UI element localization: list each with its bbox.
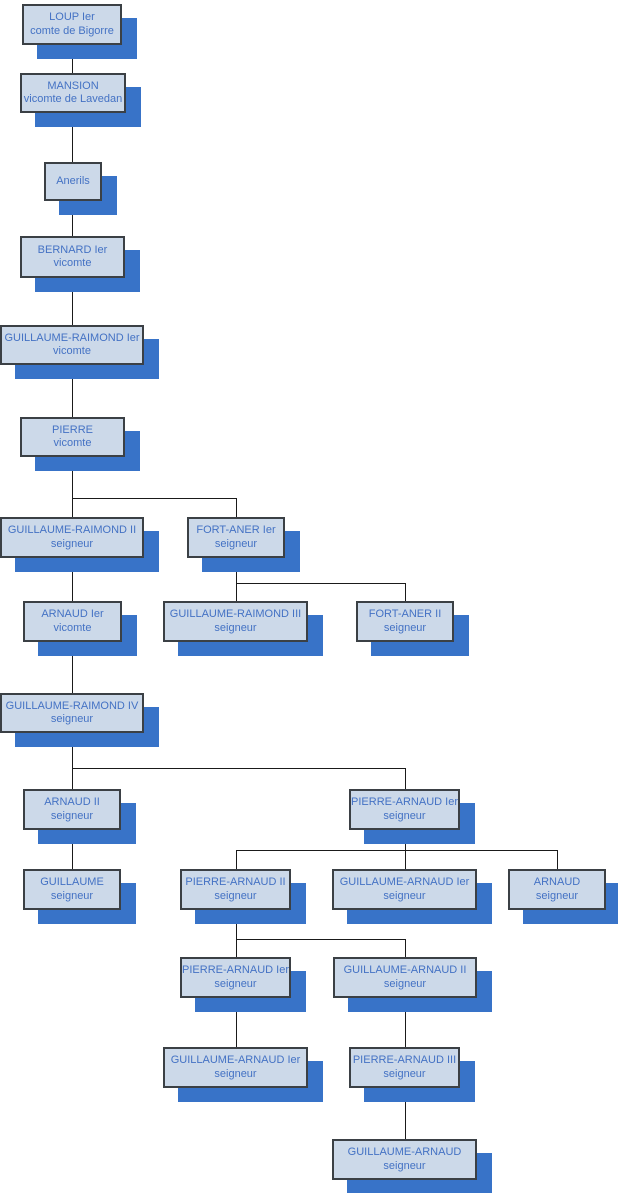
person-title: seigneur [383, 1067, 426, 1080]
person-title: seigneur [214, 1067, 257, 1080]
connector-line-vertical [72, 642, 73, 693]
connector-line-vertical [405, 830, 406, 869]
person-title: seigneur [50, 889, 94, 902]
person-name: PIERRE-ARNAUD Ier [351, 796, 458, 808]
connector-line-vertical [72, 558, 73, 601]
connector-line-horizontal [236, 939, 405, 940]
connector-line-vertical [72, 457, 73, 517]
person-title: seigneur [383, 621, 427, 634]
connector-line-vertical [557, 850, 558, 869]
person-title: seigneur [214, 537, 258, 550]
person-name: PIERRE [52, 423, 93, 436]
person-title: seigneur [214, 621, 257, 634]
person-name: FORT-ANER II [368, 608, 442, 620]
person-name: GUILLAUME-RAIMOND II [7, 524, 137, 536]
person-title: vicomte [53, 437, 92, 449]
person-name: GUILLAUME-ARNAUD [347, 1146, 462, 1158]
person-name: GUILLAUME-RAIMOND III [169, 608, 302, 620]
person-title: seigneur [383, 889, 426, 902]
person-title: seigneur [383, 1159, 426, 1172]
person-name: PIERRE-ARNAUD Ier [182, 964, 289, 976]
connector-line-vertical [236, 998, 237, 1047]
connector-line-horizontal [72, 498, 236, 499]
person-title: vicomte de Lavedan [23, 93, 123, 105]
person-name: GUILLAUME-ARNAUD II [343, 964, 467, 976]
connector-line-vertical [72, 733, 73, 789]
connector-line-vertical [236, 498, 237, 517]
person-title: seigneur [50, 809, 94, 822]
person-title: comte de Bigorre [30, 24, 114, 37]
node-anerils[interactable]: Anerils [44, 162, 102, 201]
connector-line-vertical [236, 910, 237, 957]
connector-line-horizontal [72, 768, 405, 769]
connector-line-vertical [72, 113, 73, 162]
connector-line-vertical [405, 998, 406, 1047]
connector-line-vertical [405, 583, 406, 601]
person-name: BERNARD Ier [37, 243, 108, 256]
person-name: GUILLAUME-ARNAUD Ier [170, 1054, 301, 1066]
person-title: seigneur [214, 977, 257, 990]
person-name: PIERRE-ARNAUD III [352, 1054, 457, 1066]
person-name: GUILLAUME-RAIMOND Ier [4, 331, 140, 344]
person-title: vicomte [53, 621, 92, 634]
connector-line-vertical [236, 558, 237, 601]
connector-line-vertical [72, 201, 73, 236]
person-title: seigneur [535, 889, 579, 902]
person-name: ARNAUD II [44, 796, 100, 808]
person-title: seigneur [383, 809, 426, 822]
connector-line-vertical [405, 1088, 406, 1139]
connector-line-vertical [405, 939, 406, 957]
person-title: seigneur [214, 889, 257, 902]
person-title: seigneur [383, 977, 427, 990]
person-name: Anerils [56, 174, 90, 187]
connector-line-horizontal [236, 850, 557, 851]
connector-line-vertical [72, 830, 73, 869]
connector-line-vertical [405, 768, 406, 789]
person-name: FORT-ANER Ier [196, 524, 276, 536]
connector-line-vertical [72, 365, 73, 417]
person-name: MANSION [47, 79, 99, 92]
person-name: GUILLAUME-RAIMOND IV [5, 699, 139, 712]
person-name: LOUP Ier [49, 11, 95, 23]
connector-line-horizontal [236, 583, 405, 584]
connector-line-vertical [72, 278, 73, 325]
person-title: vicomte [53, 257, 92, 269]
person-name: ARNAUD [533, 876, 581, 888]
person-name: GUILLAUME [40, 876, 104, 888]
connector-line-vertical [72, 45, 73, 73]
person-title: vicomte [53, 345, 91, 357]
connector-line-vertical [236, 850, 237, 869]
person-name: PIERRE-ARNAUD II [185, 876, 286, 888]
person-name: GUILLAUME-ARNAUD Ier [339, 876, 470, 888]
person-title: seigneur [50, 713, 94, 725]
person-title: seigneur [50, 537, 94, 550]
person-name: ARNAUD Ier [41, 608, 104, 620]
